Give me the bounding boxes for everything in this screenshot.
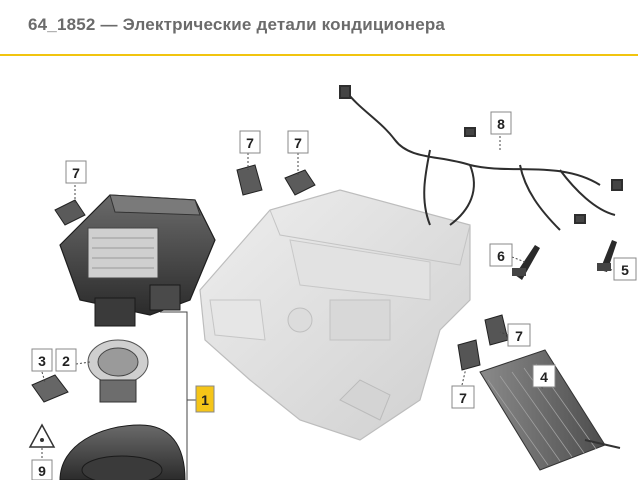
hvac-housing xyxy=(199,189,471,441)
svg-text:4: 4 xyxy=(540,369,548,385)
sensor-part-left xyxy=(54,199,86,226)
svg-text:5: 5 xyxy=(621,262,629,278)
svg-text:1: 1 xyxy=(201,392,209,408)
svg-text:7: 7 xyxy=(246,135,254,151)
sensor-part-top-a xyxy=(236,164,263,196)
callout-7-bottom[interactable]: 7 xyxy=(451,385,475,409)
callout-1[interactable]: 1 xyxy=(195,385,215,413)
svg-text:7: 7 xyxy=(515,328,523,344)
callout-9[interactable]: 9 xyxy=(31,459,53,480)
blower-lower-housing xyxy=(59,424,186,480)
blower-housing xyxy=(59,194,216,327)
parts-diagram: 7 7 7 8 6 5 7 7 4 3 2 1 xyxy=(0,58,638,480)
svg-text:7: 7 xyxy=(72,165,80,181)
resistor-module xyxy=(31,374,69,403)
actuator-right-upper xyxy=(484,314,509,346)
leader-line-1 xyxy=(160,311,188,480)
svg-text:7: 7 xyxy=(294,135,302,151)
callout-7-top-a[interactable]: 7 xyxy=(239,130,261,154)
svg-text:3: 3 xyxy=(38,353,46,369)
callout-7-right[interactable]: 7 xyxy=(507,323,531,347)
callout-6[interactable]: 6 xyxy=(489,243,513,267)
callout-7-left[interactable]: 7 xyxy=(65,160,87,184)
blower-motor xyxy=(87,339,149,403)
probe-part-6 xyxy=(512,245,540,280)
callout-3[interactable]: 3 xyxy=(31,348,53,372)
svg-text:2: 2 xyxy=(62,353,70,369)
evaporator-core xyxy=(479,349,621,471)
page-header: 64_1852 — Электрические детали кондицион… xyxy=(0,0,638,56)
wiring-harness xyxy=(339,85,623,231)
callout-8[interactable]: 8 xyxy=(490,111,512,135)
actuator-right-lower xyxy=(457,339,481,371)
fuse-icon xyxy=(28,423,56,448)
page-title: 64_1852 — Электрические детали кондицион… xyxy=(28,15,446,34)
leader-lines xyxy=(41,136,613,458)
callout-2[interactable]: 2 xyxy=(55,348,77,372)
callout-5[interactable]: 5 xyxy=(613,257,637,281)
svg-text:9: 9 xyxy=(38,463,46,479)
svg-text:7: 7 xyxy=(459,390,467,406)
svg-text:8: 8 xyxy=(497,116,505,132)
sensor-part-top-b xyxy=(284,169,316,196)
callout-4[interactable]: 4 xyxy=(532,364,556,388)
svg-text:6: 6 xyxy=(497,248,505,264)
callout-7-top-b[interactable]: 7 xyxy=(287,130,309,154)
